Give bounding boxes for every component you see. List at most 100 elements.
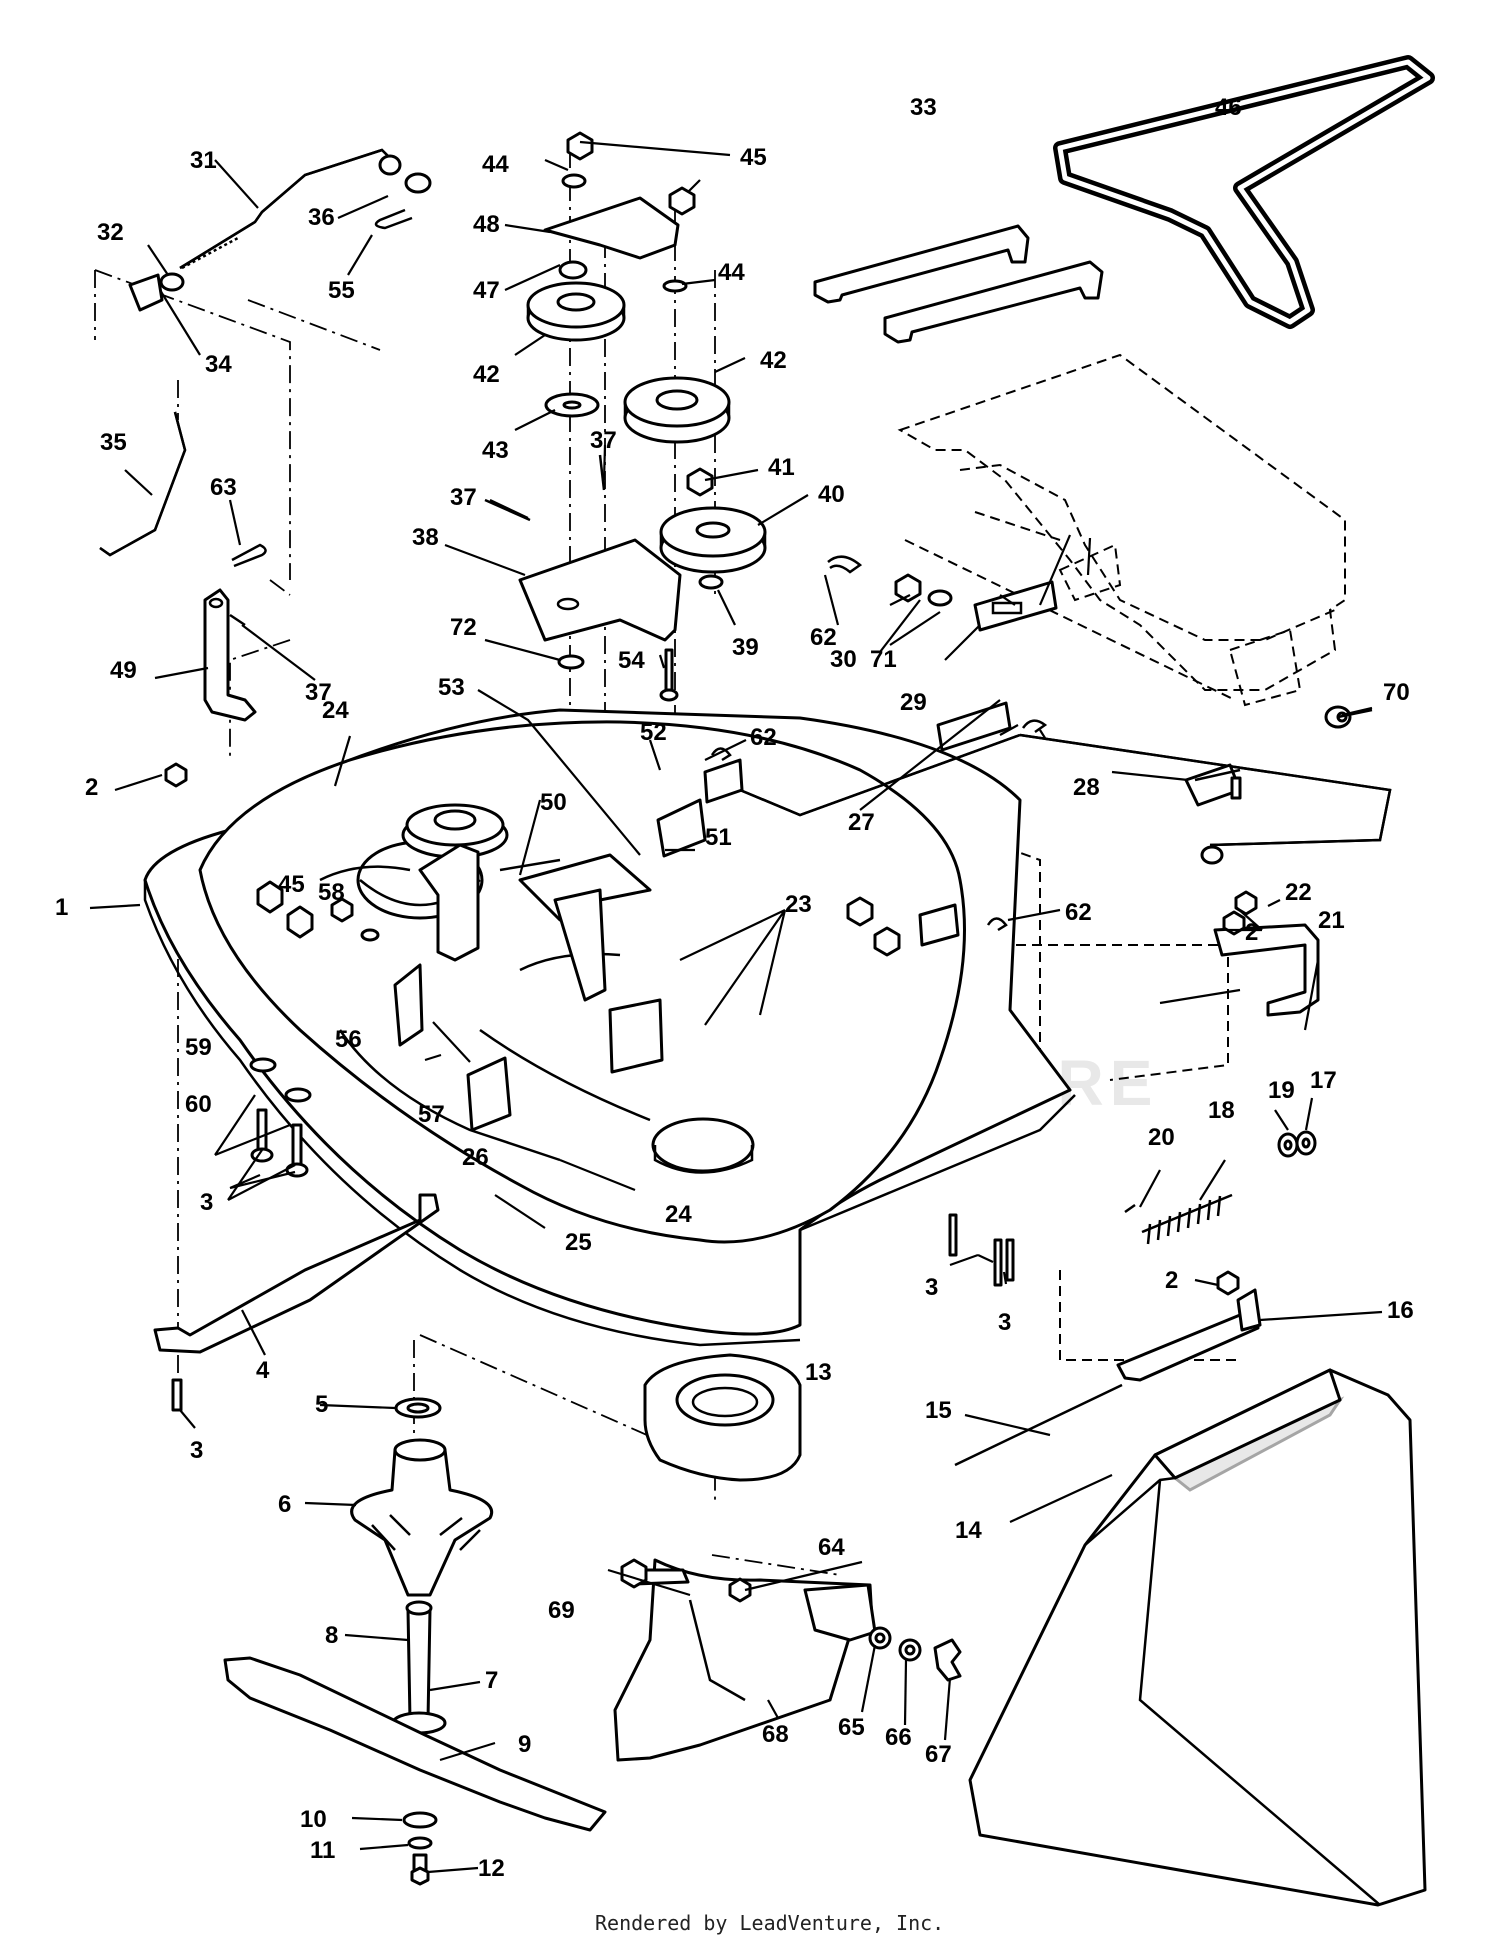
callout-31: 31 <box>190 147 217 174</box>
callout-16: 16 <box>1387 1297 1414 1324</box>
callout-8: 8 <box>325 1622 338 1649</box>
callout-27: 27 <box>848 809 875 836</box>
callout-2-lower: 2 <box>1165 1267 1178 1294</box>
callout-50: 50 <box>540 789 567 816</box>
callout-52: 52 <box>640 719 667 746</box>
callout-32: 32 <box>97 219 124 246</box>
callout-37-mid: 37 <box>450 484 477 511</box>
callout-10: 10 <box>300 1806 327 1833</box>
callout-62-upper: 62 <box>750 724 777 751</box>
callout-26: 26 <box>462 1144 489 1171</box>
callout-38: 38 <box>412 524 439 551</box>
callout-22: 22 <box>1285 879 1312 906</box>
callout-59: 59 <box>185 1034 212 1061</box>
callout-62-lower: 62 <box>1065 899 1092 926</box>
callout-48: 48 <box>473 211 500 238</box>
callout-65: 65 <box>838 1714 865 1741</box>
callout-53: 53 <box>438 674 465 701</box>
callout-45-left: 45 <box>278 871 305 898</box>
callout-37-left: 37 <box>305 679 332 706</box>
drive-belt <box>1053 55 1435 329</box>
callout-3-right-b: 3 <box>998 1309 1011 1336</box>
callout-58: 58 <box>318 879 345 906</box>
callout-56: 56 <box>335 1026 362 1053</box>
callout-18: 18 <box>1208 1097 1235 1124</box>
callout-4: 4 <box>256 1357 270 1384</box>
leader-lines <box>89 140 1383 1874</box>
callout-23: 23 <box>785 891 812 918</box>
lift-linkage <box>99 148 432 722</box>
pulley-stack <box>229 131 767 702</box>
callout-1: 1 <box>55 894 68 921</box>
callout-60: 60 <box>185 1091 212 1118</box>
callout-63: 63 <box>210 474 237 501</box>
callout-25: 25 <box>565 1229 592 1256</box>
callout-20: 20 <box>1148 1124 1175 1151</box>
idler-bracket-assembly <box>319 798 707 1132</box>
callout-69: 69 <box>548 1597 575 1624</box>
spring <box>1141 1193 1233 1245</box>
callout-51: 51 <box>705 824 732 851</box>
callout-24-lower: 24 <box>665 1201 692 1228</box>
callout-42-left: 42 <box>473 361 500 388</box>
callout-55: 55 <box>328 277 355 304</box>
callout-21: 21 <box>1318 907 1345 934</box>
callout-19: 19 <box>1268 1077 1295 1104</box>
grass-chute <box>968 1368 1427 1907</box>
callout-3-bottom: 3 <box>190 1437 203 1464</box>
chute-hinge-assembly <box>948 890 1320 1467</box>
callout-44-mid: 44 <box>718 259 745 286</box>
callout-34: 34 <box>205 351 232 378</box>
callout-30: 30 <box>830 646 857 673</box>
callout-43: 43 <box>482 437 509 464</box>
spindle-assembly <box>223 1397 607 1886</box>
callout-11: 11 <box>310 1837 335 1864</box>
callout-24-upper: 24 <box>322 697 349 724</box>
callout-66: 66 <box>885 1724 912 1751</box>
callout-68: 68 <box>762 1721 789 1748</box>
callout-14: 14 <box>955 1517 982 1544</box>
callout-6: 6 <box>278 1491 291 1518</box>
callout-41: 41 <box>768 454 795 481</box>
callout-49: 49 <box>110 657 137 684</box>
callout-13: 13 <box>805 1359 832 1386</box>
callout-37-top: 37 <box>590 427 617 454</box>
callout-67: 67 <box>925 1741 952 1768</box>
callout-64: 64 <box>818 1534 845 1561</box>
callout-labels: 31 32 34 36 55 35 63 37 49 24 2 1 45 58 … <box>55 94 1414 1882</box>
callout-57: 57 <box>418 1101 445 1128</box>
callout-7: 7 <box>485 1667 498 1694</box>
callout-71: 71 <box>870 646 897 673</box>
callout-36: 36 <box>308 204 335 231</box>
callout-9: 9 <box>518 1731 531 1758</box>
callout-45-top: 45 <box>740 144 767 171</box>
callout-70: 70 <box>1383 679 1410 706</box>
callout-15: 15 <box>925 1397 952 1424</box>
callout-46: 46 <box>1215 94 1242 121</box>
callout-5: 5 <box>315 1391 328 1418</box>
tractor-frame-outline <box>897 353 1346 707</box>
callout-28: 28 <box>1073 774 1100 801</box>
callout-2-left: 2 <box>85 774 98 801</box>
callout-40: 40 <box>818 481 845 508</box>
callout-35: 35 <box>100 429 127 456</box>
callout-12: 12 <box>478 1855 505 1882</box>
callout-3-right-a: 3 <box>925 1274 938 1301</box>
discharge-cup <box>643 1353 802 1482</box>
callout-62-mid: 62 <box>810 624 837 651</box>
callout-17: 17 <box>1310 1067 1337 1094</box>
callout-3-left: 3 <box>200 1189 213 1216</box>
credit-text: Rendered by LeadVenture, Inc. <box>595 1911 944 1935</box>
callout-54: 54 <box>618 647 645 674</box>
callout-33: 33 <box>910 94 937 121</box>
rear-rod-assembly <box>703 555 1392 947</box>
callout-29: 29 <box>900 689 927 716</box>
callout-72: 72 <box>450 614 477 641</box>
callout-47: 47 <box>473 277 500 304</box>
callout-39: 39 <box>732 634 759 661</box>
callout-44-top: 44 <box>482 151 509 178</box>
callout-2-right: 2 <box>1245 919 1258 946</box>
hanger-brackets <box>813 224 1104 344</box>
callout-42-right: 42 <box>760 347 787 374</box>
